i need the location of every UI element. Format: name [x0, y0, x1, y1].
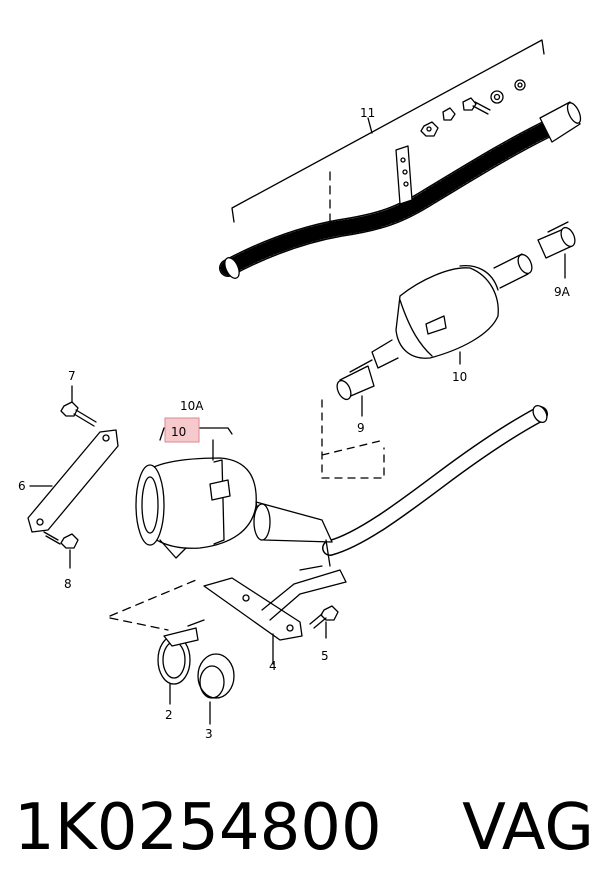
hose-hanger: [395, 145, 413, 205]
converter-right: [371, 253, 533, 369]
bolt-5: [309, 605, 339, 639]
strap-6: [27, 429, 119, 533]
part-caption: 1K0254800 VAG: [14, 778, 594, 878]
callout-11: 11: [360, 106, 375, 120]
callout-10-right: 10: [452, 370, 467, 384]
callouts: 11 10A 10 10 9A 9 7 6 8 4 5 2 3: [18, 106, 571, 741]
callout-9a: 9A: [554, 285, 571, 299]
hose-fasteners: [420, 79, 526, 137]
seal-ring-3: [197, 653, 235, 725]
callout-3: 3: [205, 727, 213, 741]
callout-10-highlighted: 10: [171, 425, 186, 439]
callout-10a: 10A: [180, 399, 204, 413]
clamp-9: [336, 359, 375, 417]
bolt-8: [43, 531, 79, 569]
callout-8: 8: [64, 577, 72, 591]
bolt-7: [60, 385, 97, 427]
assembly-11-bracket: [231, 39, 545, 223]
tail-pipe: [322, 404, 548, 556]
exploded-parts-diagram: 11 10A 10 10 9A 9 7 6 8 4 5 2 3: [18, 39, 582, 741]
clamp-9a: [537, 221, 576, 279]
converter-left: [135, 457, 333, 559]
callout-6: 6: [18, 479, 26, 493]
callout-7: 7: [68, 369, 76, 383]
callout-9: 9: [357, 421, 365, 435]
corrugated-hose: [219, 101, 582, 279]
clamp-2: [157, 619, 205, 705]
callout-5: 5: [321, 649, 329, 663]
manufacturer-name: VAG: [462, 791, 594, 865]
clamp-alignment-dashes: [109, 579, 197, 631]
bracket-4: [203, 539, 347, 665]
callout-2: 2: [165, 708, 173, 722]
callout-4: 4: [269, 659, 277, 673]
part-number: 1K0254800: [14, 791, 382, 865]
alignment-dashes: [321, 399, 385, 479]
callout-10-highlight-box: [164, 417, 200, 443]
